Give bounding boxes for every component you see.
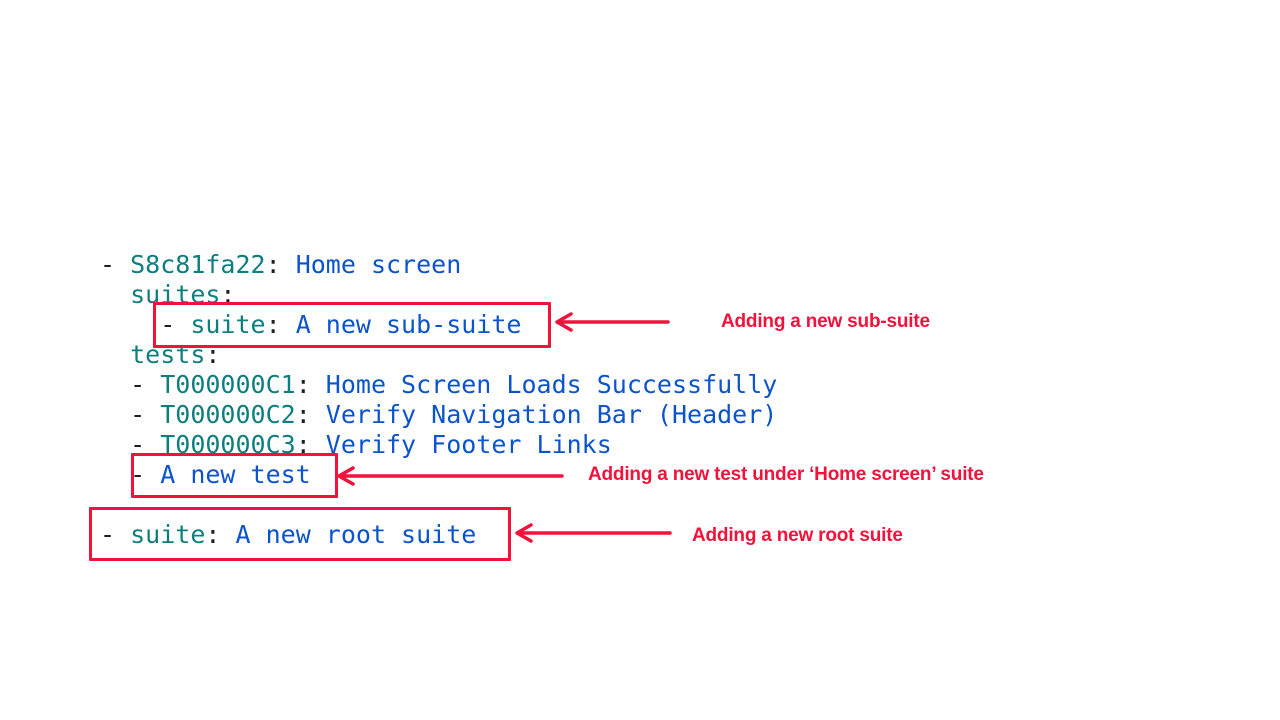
annotation-root-suite: Adding a new root suite <box>692 525 903 546</box>
code-line: - suite: A new sub-suite <box>100 310 777 340</box>
code-line: - A new test <box>100 460 777 490</box>
code-line: - T000000C3: Verify Footer Links <box>100 430 777 460</box>
code-token-key: tests <box>130 340 206 369</box>
code-token-key: T000000C1 <box>160 370 296 399</box>
annotation-new-test: Adding a new test under ‘Home screen’ su… <box>588 464 984 485</box>
code-token-value: Home Screen Loads Successfully <box>325 370 778 399</box>
code-token-key: suite <box>190 310 266 339</box>
code-token-value: Verify Footer Links <box>325 430 612 459</box>
code-token-punct: : <box>220 280 236 309</box>
code-token-value: Home screen <box>295 250 462 279</box>
code-line: tests: <box>100 340 777 370</box>
code-token-value: Verify Navigation Bar (Header) <box>325 400 778 429</box>
code-block: - S8c81fa22: Home screen suites: - suite… <box>100 250 777 550</box>
code-line: - T000000C1: Home Screen Loads Successfu… <box>100 370 777 400</box>
code-token-value: A new sub-suite <box>295 310 522 339</box>
code-token-punct: : <box>265 250 296 279</box>
code-line: - S8c81fa22: Home screen <box>100 250 777 280</box>
highlight-box-root-suite <box>89 507 511 561</box>
code-token-punct: - <box>100 310 191 339</box>
code-token-punct: - <box>100 400 161 429</box>
code-token-value: A new root suite <box>235 520 477 549</box>
code-token-punct: : <box>295 430 326 459</box>
code-token-key: T000000C2 <box>160 400 296 429</box>
code-token-punct <box>100 340 130 369</box>
code-token-punct: : <box>295 400 326 429</box>
code-token-value: A new test <box>160 460 311 489</box>
code-token-punct: - <box>100 520 131 549</box>
code-line: - suite: A new root suite <box>100 520 777 550</box>
code-token-key: S8c81fa22 <box>130 250 266 279</box>
code-line: - T000000C2: Verify Navigation Bar (Head… <box>100 400 777 430</box>
code-token-key: suite <box>130 520 206 549</box>
annotation-sub-suite: Adding a new sub-suite <box>721 311 930 332</box>
code-token-punct: - <box>100 370 161 399</box>
code-token-punct: : <box>295 370 326 399</box>
code-token-punct: : <box>205 520 236 549</box>
code-token-punct <box>100 280 130 309</box>
code-token-punct: : <box>265 310 296 339</box>
highlight-box-new-test <box>131 453 338 498</box>
code-token-punct: - <box>100 250 131 279</box>
highlight-box-sub-suite <box>153 302 551 348</box>
code-token-punct: - <box>100 430 161 459</box>
